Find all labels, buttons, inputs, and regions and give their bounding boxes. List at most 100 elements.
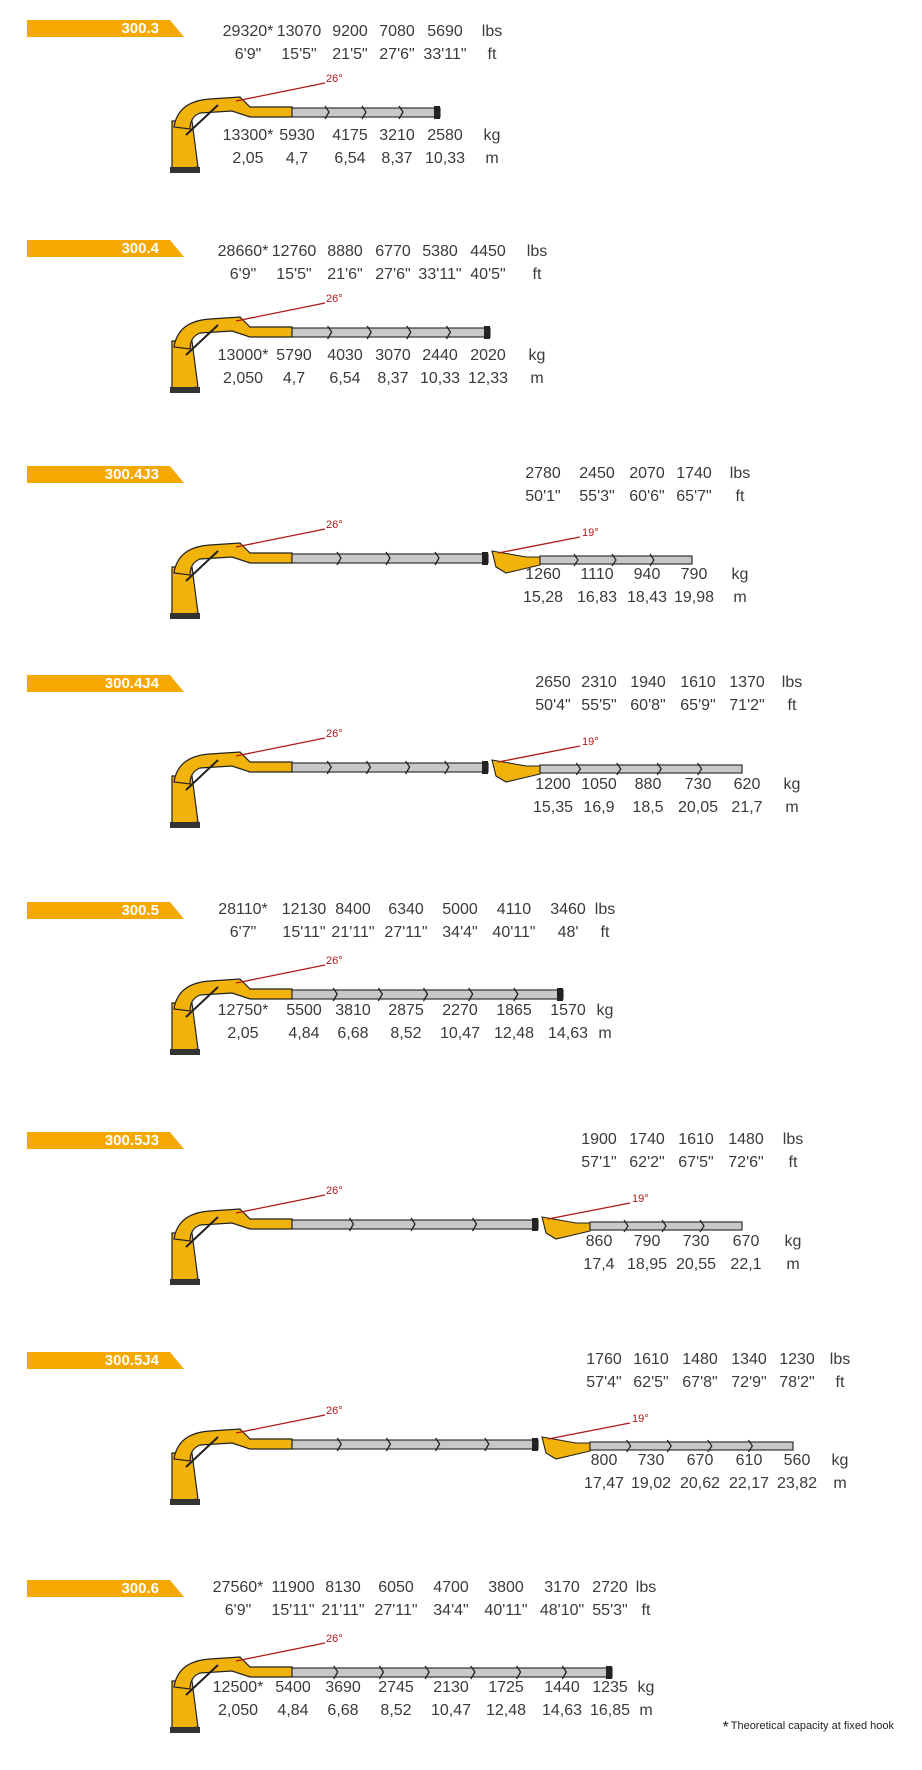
metric-value: 2440 bbox=[422, 347, 458, 364]
boom-section-joint bbox=[326, 760, 332, 775]
imperial-unit: lbs bbox=[829, 1351, 851, 1368]
imperial-value: 12760 bbox=[271, 243, 317, 260]
boom-section-joint bbox=[385, 551, 391, 566]
metric-value: 2,05 bbox=[232, 150, 264, 167]
metric-value: 12,48 bbox=[493, 1025, 535, 1042]
metric-unit: m bbox=[530, 370, 544, 387]
metric-value: 6,54 bbox=[334, 150, 366, 167]
metric-value: 1440 bbox=[544, 1679, 580, 1696]
jib-angle-line bbox=[497, 536, 581, 554]
metric-value: 1260 bbox=[525, 566, 561, 583]
imperial-value: 72'9" bbox=[731, 1374, 767, 1391]
model-label: 300.5 bbox=[121, 902, 159, 919]
imperial-value: 1480 bbox=[682, 1351, 718, 1368]
model-badge: 300.4 bbox=[27, 240, 184, 257]
crane-cylinder bbox=[185, 1436, 219, 1468]
boom-section-joint bbox=[361, 105, 367, 120]
metric-value: 5400 bbox=[275, 1679, 311, 1696]
imperial-value: 3800 bbox=[488, 1579, 524, 1596]
imperial-value: 6050 bbox=[378, 1579, 414, 1596]
imperial-value: 33'11" bbox=[423, 46, 467, 63]
boom-section-joint bbox=[468, 987, 474, 1002]
metric-value: 4,84 bbox=[277, 1702, 309, 1719]
imperial-value: 2720 bbox=[592, 1579, 628, 1596]
imperial-value: 4450 bbox=[470, 243, 506, 260]
imperial-value: 21'11" bbox=[321, 1602, 365, 1619]
main-boom-angle-line bbox=[235, 1642, 326, 1662]
crane-base bbox=[170, 1499, 200, 1505]
metric-value: 2875 bbox=[388, 1002, 424, 1019]
imperial-value: 60'6" bbox=[629, 488, 665, 505]
imperial-value: 4700 bbox=[433, 1579, 469, 1596]
imperial-value: 28110* bbox=[218, 901, 268, 918]
footnote: *Theoretical capacity at fixed hook bbox=[723, 1719, 895, 1737]
imperial-value: 1900 bbox=[581, 1131, 617, 1148]
metric-value: 790 bbox=[633, 1233, 661, 1250]
imperial-value: 65'9" bbox=[680, 697, 716, 714]
metric-value: 670 bbox=[732, 1233, 760, 1250]
model-badge-shape bbox=[27, 675, 184, 692]
imperial-value: 7080 bbox=[379, 23, 415, 40]
metric-value: 20,62 bbox=[679, 1475, 721, 1492]
crane-diagram bbox=[170, 1642, 613, 1733]
metric-value: 16,83 bbox=[576, 589, 618, 606]
imperial-value: 40'11" bbox=[492, 924, 536, 941]
boom-section-joint bbox=[435, 1437, 441, 1452]
model-badge-shape bbox=[27, 1132, 184, 1149]
metric-value: 19,98 bbox=[673, 589, 715, 606]
imperial-unit: lbs bbox=[729, 465, 751, 482]
metric-unit: m bbox=[733, 589, 747, 606]
metric-value: 6,54 bbox=[329, 370, 361, 387]
metric-value: 5790 bbox=[276, 347, 312, 364]
metric-value: 10,47 bbox=[430, 1702, 472, 1719]
imperial-unit: lbs bbox=[526, 243, 548, 260]
metric-value: 790 bbox=[680, 566, 708, 583]
metric-value: 860 bbox=[585, 1233, 613, 1250]
imperial-value: 6'9" bbox=[234, 46, 262, 63]
main-angle-label: 26° bbox=[326, 955, 343, 967]
metric-value: 8,52 bbox=[380, 1702, 412, 1719]
metric-value: 14,63 bbox=[547, 1025, 589, 1042]
imperial-value: 15'11" bbox=[282, 924, 326, 941]
metric-value: 1200 bbox=[535, 776, 571, 793]
main-boom-angle-line bbox=[235, 737, 326, 757]
model-label: 300.5J4 bbox=[104, 1352, 159, 1369]
metric-unit: kg bbox=[483, 127, 501, 144]
boom-section-joint bbox=[406, 325, 412, 340]
imperial-value: 5690 bbox=[427, 23, 463, 40]
imperial-value: 15'11" bbox=[271, 1602, 315, 1619]
metric-value: 16,9 bbox=[583, 799, 615, 816]
metric-value: 12,33 bbox=[467, 370, 509, 387]
metric-value: 2,05 bbox=[227, 1025, 259, 1042]
crane-cylinder bbox=[185, 1216, 219, 1248]
metric-value: 10,47 bbox=[439, 1025, 481, 1042]
model-badge-shape bbox=[27, 1352, 184, 1369]
metric-value: 940 bbox=[633, 566, 661, 583]
main-boom-angle-line bbox=[235, 1414, 326, 1434]
boom-section-joint bbox=[327, 325, 333, 340]
imperial-value: 78'2" bbox=[779, 1374, 815, 1391]
footnote-star: * bbox=[722, 1719, 729, 1736]
imperial-value: 33'11" bbox=[418, 266, 462, 283]
metric-value: 3690 bbox=[325, 1679, 361, 1696]
metric-value: 22,1 bbox=[730, 1256, 762, 1273]
imperial-value: 4110 bbox=[496, 901, 532, 918]
boom-tip bbox=[532, 1218, 538, 1231]
metric-value: 3070 bbox=[375, 347, 411, 364]
imperial-value: 21'5" bbox=[332, 46, 368, 63]
metric-value: 16,85 bbox=[589, 1702, 631, 1719]
main-boom-angle-line bbox=[235, 302, 326, 322]
imperial-value: 27'11" bbox=[384, 924, 428, 941]
metric-unit: m bbox=[833, 1475, 847, 1492]
metric-value: 12500* bbox=[212, 1679, 264, 1696]
imperial-value: 50'4" bbox=[535, 697, 571, 714]
model-badge-shape bbox=[27, 466, 184, 483]
imperial-value: 13070 bbox=[276, 23, 322, 40]
metric-value: 20,05 bbox=[677, 799, 719, 816]
boom-tip bbox=[532, 1438, 538, 1451]
imperial-unit: ft bbox=[532, 266, 542, 283]
